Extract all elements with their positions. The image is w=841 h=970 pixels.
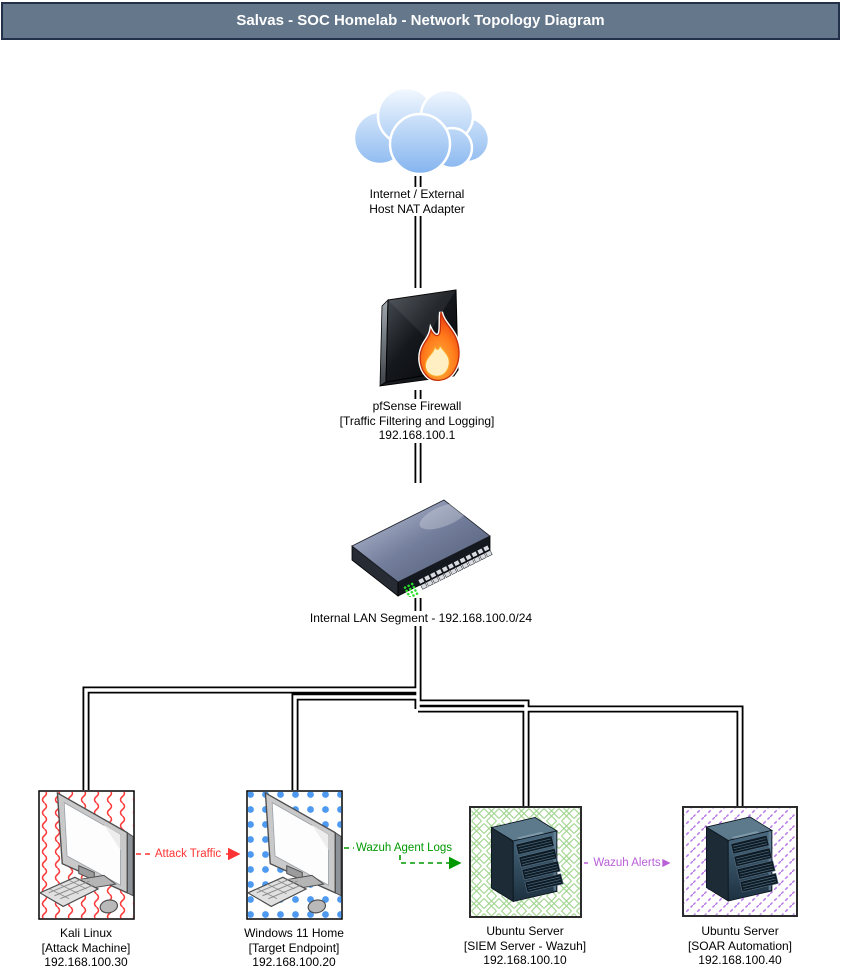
firewall-label: pfSense Firewall [Traffic Filtering and … — [337, 399, 497, 443]
flame-icon — [418, 311, 462, 383]
kali-label: Kali Linux [Attack Machine] 192.168.100.… — [39, 926, 133, 970]
lan-segment-label: Internal LAN Segment - 192.168.100.0/24 — [307, 611, 535, 626]
siem-label: Ubuntu Server [SIEM Server - Wazuh] 192.… — [461, 924, 589, 968]
diagram-title-bar: Salvas - SOC Homelab - Network Topology … — [1, 2, 840, 40]
soar-label: Ubuntu Server [SOAR Automation] 192.168.… — [685, 924, 795, 968]
windows-node[interactable] — [246, 790, 343, 920]
attack-traffic-label: Attack Traffic — [152, 848, 224, 860]
ethernet-ports — [417, 544, 493, 590]
siem-node[interactable] — [469, 806, 582, 918]
wazuh-alerts-label: Wazuh Alerts — [591, 857, 663, 869]
diagram-title: Salvas - SOC Homelab - Network Topology … — [236, 12, 605, 29]
led-indicators — [403, 582, 419, 597]
firewall-icon[interactable] — [374, 286, 466, 392]
internet-label: Internet / External Host NAT Adapter — [367, 187, 467, 216]
wazuh-agent-logs-label: Wazuh Agent Logs — [353, 842, 455, 854]
cloud-icon[interactable] — [344, 86, 492, 178]
network-switch-icon[interactable] — [348, 498, 493, 597]
windows-label: Windows 11 Home [Target Endpoint] 192.16… — [242, 926, 346, 970]
kali-node[interactable] — [38, 790, 135, 920]
soar-node[interactable] — [682, 806, 798, 917]
